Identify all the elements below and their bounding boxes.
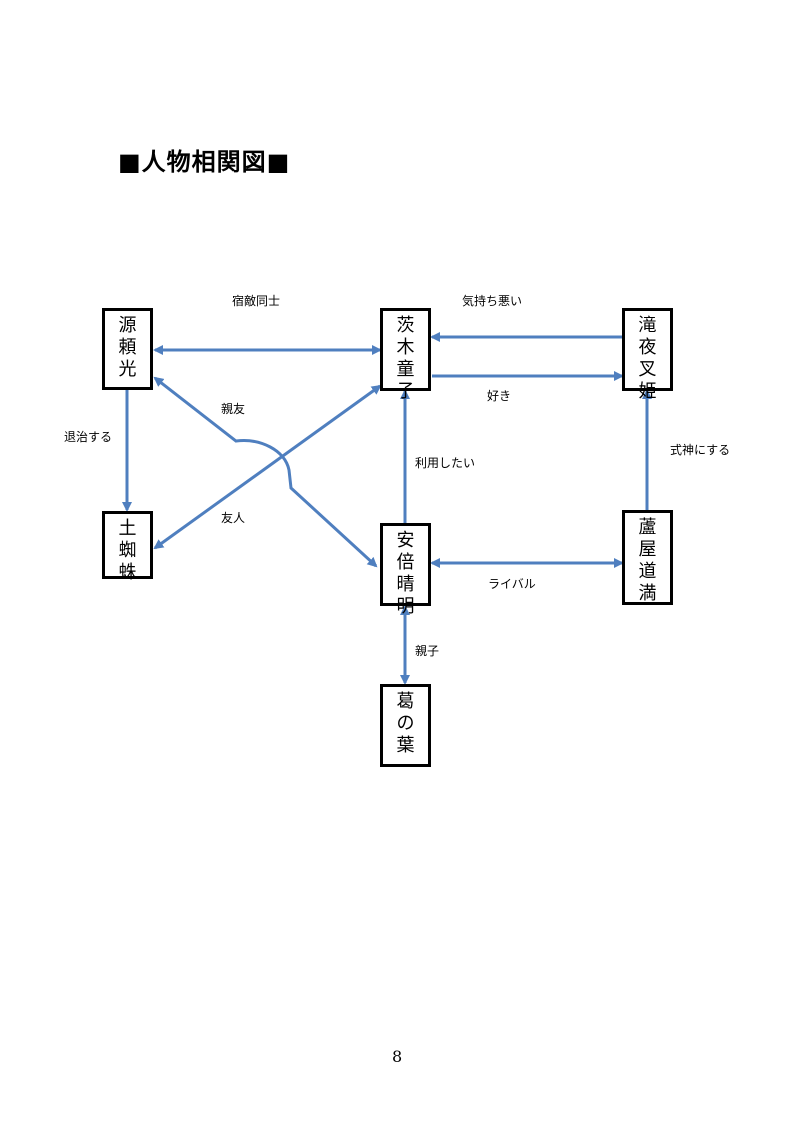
- edge-label-yorimitsu-tsuchigumo: 退治する: [64, 430, 113, 444]
- edge-label-yorimitsu-seimei: 親友: [221, 402, 246, 416]
- edge-label-seimei-kuzunoha: 親子: [415, 644, 440, 658]
- node-doman-label: 蘆屋道満: [638, 517, 657, 604]
- node-takiyasha: 滝夜叉姫: [622, 308, 673, 402]
- node-kuzunoha-label: 葛の葉: [396, 691, 415, 756]
- node-tsuchigumo-label: 土蜘蛛: [118, 518, 137, 583]
- edge-label-tsuchigumo-ibaraki: 友人: [221, 511, 246, 525]
- edge-label-ibaraki-takiyasha: 好き: [487, 389, 512, 403]
- page-title: ■人物相関図■: [118, 148, 291, 176]
- edge-label-seimei-ibaraki: 利用したい: [415, 456, 476, 470]
- node-seimei: 安倍晴明: [380, 523, 431, 617]
- node-ibaraki-label: 茨木童子: [396, 315, 415, 402]
- node-tsuchigumo: 土蜘蛛: [102, 511, 153, 583]
- node-yorimitsu: 源頼光: [102, 308, 153, 390]
- node-takiyasha-label: 滝夜叉姫: [638, 315, 657, 402]
- node-kuzunoha: 葛の葉: [380, 684, 431, 767]
- edge-tsuchigumo-ibaraki: [153, 384, 382, 550]
- node-yorimitsu-label: 源頼光: [118, 315, 137, 380]
- edge-label-takiyasha-ibaraki: 気持ち悪い: [462, 294, 523, 308]
- node-seimei-label: 安倍晴明: [396, 530, 415, 617]
- node-ibaraki: 茨木童子: [380, 308, 431, 402]
- edge-label-yorimitsu-ibaraki: 宿敵同士: [232, 294, 281, 308]
- node-doman: 蘆屋道満: [622, 510, 673, 605]
- edge-label-doman-takiyasha: 式神にする: [670, 443, 731, 457]
- edge-label-seimei-doman: ライバル: [488, 577, 536, 591]
- page-number: 8: [392, 1047, 403, 1066]
- edge-yorimitsu-seimei: [153, 376, 378, 568]
